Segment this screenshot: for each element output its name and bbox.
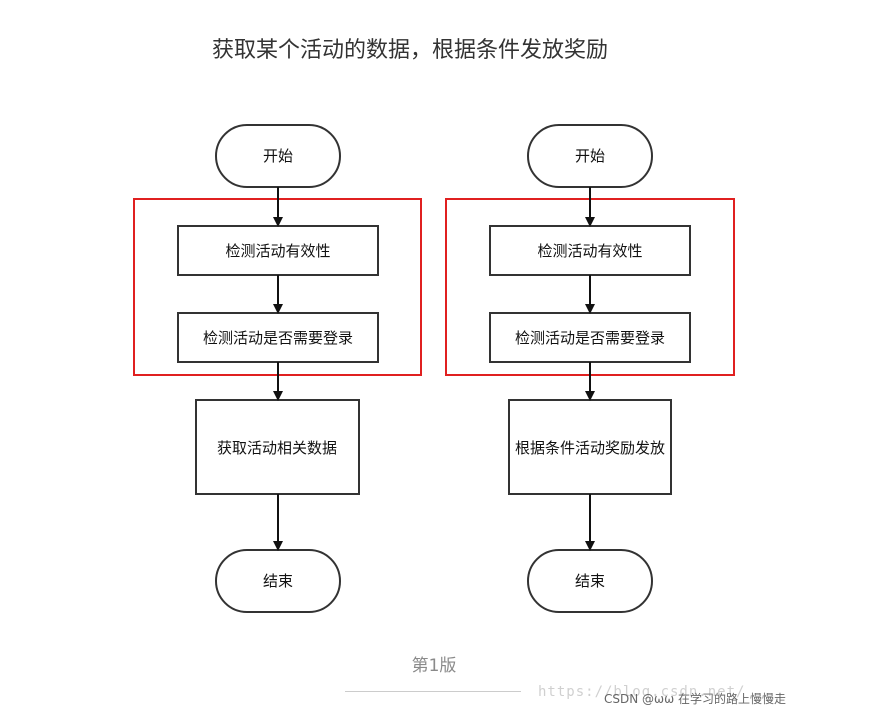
process-label: 检测活动有效性 — [225, 242, 330, 260]
process-label: 检测活动是否需要登录 — [203, 329, 353, 347]
flow-left: 开始 检测活动有效性 检测活动是否需要登录 获取活动相关数据 结束 — [133, 124, 422, 613]
watermark-credit: CSDN @ωω 在学习的路上慢慢走 — [604, 692, 786, 706]
start-label: 开始 — [263, 147, 293, 165]
process-label: 检测活动有效性 — [537, 242, 642, 260]
start-label: 开始 — [575, 147, 605, 165]
process-box — [508, 399, 672, 495]
diagram-title: 获取某个活动的数据，根据条件发放奖励 — [211, 38, 608, 63]
flow-right: 开始 检测活动有效性 检测活动是否需要登录 根据条件活动奖励发放 结束 — [445, 124, 735, 613]
watermark-url: https://blog.csdn.net/ — [538, 684, 746, 700]
caption-divider — [345, 691, 521, 692]
process-box — [489, 225, 691, 276]
end-label: 结束 — [263, 572, 293, 590]
end-label: 结束 — [575, 572, 605, 590]
process-label: 获取活动相关数据 — [217, 439, 337, 457]
process-box — [177, 312, 379, 363]
process-box — [489, 312, 691, 363]
process-label: 检测活动是否需要登录 — [515, 329, 665, 347]
version-caption: 第1版 — [411, 656, 457, 676]
process-label: 根据条件活动奖励发放 — [515, 439, 665, 457]
